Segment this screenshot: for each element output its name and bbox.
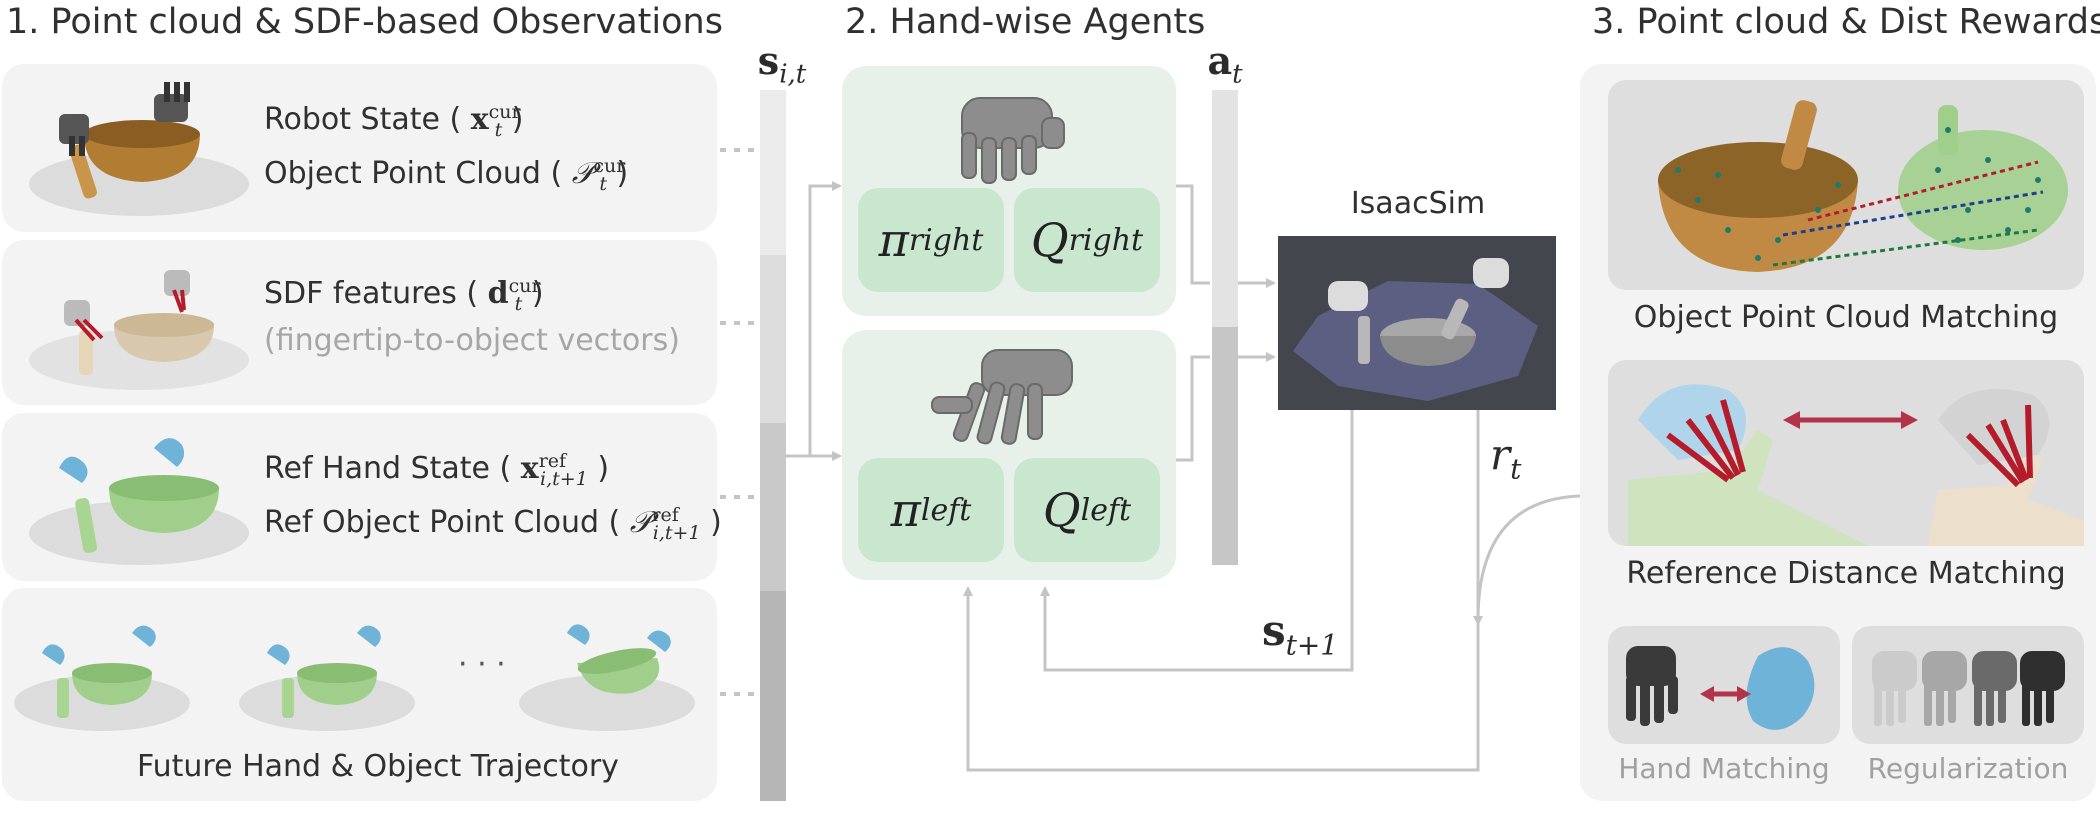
sdf-features-label: SDF features ( dcurt ) <box>264 275 544 315</box>
rewards-panel: Object Point Cloud Matching Reference Di… <box>1580 64 2096 801</box>
sim-scene <box>1278 236 1556 410</box>
state-bar-segment-3 <box>760 423 786 591</box>
robot-state-label: Robot State ( xcurt ) <box>264 101 524 141</box>
state-bar-segment-2 <box>760 255 786 423</box>
ref-hand-illustration <box>29 438 249 565</box>
hand-matching-card <box>1608 626 1840 744</box>
isaacsim-label: IsaacSim <box>1350 186 1486 221</box>
ref-dist-caption: Reference Distance Matching <box>1626 556 2066 591</box>
ref-object-point-cloud-label: Ref Object Point Cloud ( 𝒫refi,t+1 ) <box>264 504 722 544</box>
right-hand-icon <box>961 97 1065 184</box>
regularization-caption: Regularization <box>1867 752 2069 785</box>
object-point-cloud-label: Object Point Cloud ( 𝒫curt ) <box>264 155 629 195</box>
isaacsim-viewport <box>1278 236 1556 410</box>
action-bar-left <box>1212 327 1238 565</box>
state-vector-label: si,t <box>757 38 807 90</box>
robot-pan-illustration <box>29 82 249 216</box>
reward-label: rt <box>1490 430 1522 486</box>
ref-hand-state-label: Ref Hand State ( xrefi,t+1 ) <box>264 450 610 490</box>
action-vector-label: at <box>1207 38 1243 90</box>
hand-matching-caption: Hand Matching <box>1618 752 1830 785</box>
pc-matching-caption: Object Point Cloud Matching <box>1633 300 2059 335</box>
state-bar-segment-1 <box>760 90 786 255</box>
regularization-card <box>1852 626 2084 744</box>
sdf-features-panel: SDF features ( dcurt ) (fingertip-to-obj… <box>2 240 717 405</box>
next-state-label: st+1 <box>1262 606 1339 662</box>
state-to-right-agent-arrow <box>786 181 842 458</box>
fingertip-vectors-label: (fingertip-to-object vectors) <box>264 323 680 358</box>
trajectory-illustration <box>14 624 695 731</box>
pc-matching-illustration <box>1658 100 2068 272</box>
rewards-title: 3. Point cloud & Dist Rewards <box>1592 2 2100 42</box>
action-bar-right <box>1212 90 1238 327</box>
robot-state-panel: Robot State ( xcurt ) Object Point Cloud… <box>2 64 717 232</box>
left-hand-icon <box>931 349 1073 445</box>
observation-connectors <box>720 148 758 696</box>
regularization-illustration <box>1872 651 2065 726</box>
trajectory-panel: · · · Future Hand & Object Trajectory <box>2 588 717 801</box>
next-state-loop-arrow <box>1040 410 1354 672</box>
left-agent-to-action <box>1176 355 1210 462</box>
pc-matching-card <box>1608 80 2084 290</box>
sdf-illustration <box>29 270 249 390</box>
ref-dist-illustration <box>1628 384 2084 546</box>
hand-matching-illustration <box>1626 646 1815 730</box>
trajectory-caption: Future Hand & Object Trajectory <box>137 749 619 784</box>
trajectory-ellipsis: · · · <box>458 647 506 682</box>
right-agent-to-action <box>1176 184 1210 285</box>
agents-title: 2. Hand-wise Agents <box>845 2 1206 42</box>
ref-hand-panel: Ref Hand State ( xrefi,t+1 ) Ref Object … <box>2 413 722 581</box>
ref-dist-card <box>1608 360 2084 546</box>
observations-title: 1. Point cloud & SDF-based Observations <box>6 2 723 42</box>
state-bar-segment-4 <box>760 591 786 801</box>
